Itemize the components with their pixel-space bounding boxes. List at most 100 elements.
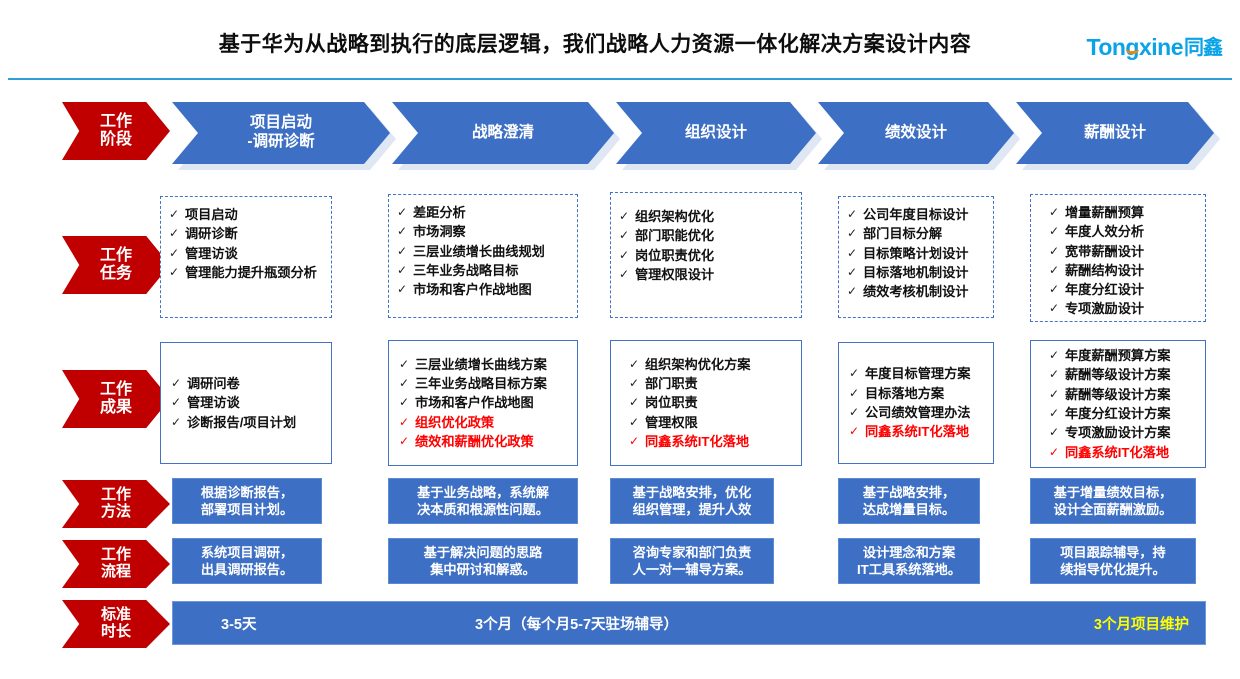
check-icon: ✓ — [1049, 262, 1060, 277]
process-5-line1: 项目跟踪辅导，持 — [1060, 544, 1166, 560]
list-item: ✓市场和客户作战地图 — [399, 395, 534, 411]
process-1-line1: 系统项目调研， — [200, 544, 294, 560]
check-icon: ✓ — [849, 424, 860, 439]
list-item: ✓目标落地方案 — [849, 385, 945, 401]
header-divider — [8, 78, 1232, 80]
process-2-line1: 基于解决问题的思路 — [423, 544, 543, 560]
check-icon: ✓ — [397, 243, 408, 258]
list-item: ✓同鑫系统IT化落地 — [849, 424, 970, 440]
process-box-1: 系统项目调研， 出具调研报告。 — [172, 538, 322, 584]
list-item: ✓同鑫系统IT化落地 — [1049, 444, 1170, 460]
list-item: ✓诊断报告/项目计划 — [171, 414, 297, 430]
check-icon: ✓ — [399, 395, 410, 410]
duration-bar: 3-5天 3个月（每个月5-7天驻场辅导） 3个月项目维护 — [172, 601, 1206, 645]
result-box-2: ✓三层业绩增长曲线方案 ✓三年业务战略目标方案 ✓市场和客户作战地图 ✓组织优化… — [388, 340, 578, 466]
list-item: ✓三年业务战略目标 — [397, 262, 519, 278]
check-icon: ✓ — [397, 262, 408, 277]
check-icon: ✓ — [619, 247, 630, 262]
method-box-3: 基于战略安排，优化 组织管理，提升人效 — [610, 478, 774, 524]
check-icon: ✓ — [399, 414, 410, 429]
result-box-4: ✓年度目标管理方案 ✓目标落地方案 ✓公司绩效管理办法 ✓同鑫系统IT化落地 — [838, 342, 994, 464]
check-icon: ✓ — [399, 433, 410, 448]
list-item: ✓项目启动 — [169, 207, 238, 222]
list-item: ✓部门职能优化 — [619, 228, 715, 244]
check-icon: ✓ — [1049, 348, 1060, 363]
check-icon: ✓ — [847, 264, 858, 279]
brand-logo: Tongxine 同鑫 — [1086, 36, 1223, 59]
list-item: ✓绩效和薪酬优化政策 — [399, 433, 534, 449]
check-icon: ✓ — [169, 226, 180, 241]
result-box-1: ✓调研问卷 ✓管理访谈 ✓诊断报告/项目计划 — [160, 342, 332, 464]
list-item: ✓组织架构优化 — [619, 209, 715, 224]
list-item: ✓管理访谈 — [169, 245, 238, 261]
check-icon: ✓ — [169, 245, 180, 260]
list-item: ✓增量薪酬预算 — [1049, 205, 1145, 220]
list-item: ✓绩效考核机制设计 — [847, 284, 969, 300]
task-box-1: ✓项目启动 ✓调研诊断 ✓管理访谈 ✓管理能力提升瓶颈分析 — [160, 196, 332, 318]
method-3-line2: 组织管理，提升人效 — [632, 502, 752, 517]
process-box-4: 设计理念和方案 IT工具系统落地。 — [838, 538, 980, 584]
duration-segment-1: 3-5天 — [221, 616, 257, 633]
check-icon: ✓ — [847, 284, 858, 299]
process-1-line2: 出具调研报告。 — [200, 562, 294, 577]
list-item: ✓部门目标分解 — [847, 226, 943, 242]
list-item: ✓同鑫系统IT化落地 — [629, 433, 750, 449]
check-icon: ✓ — [629, 433, 640, 448]
process-box-3: 咨询专家和部门负责 人一对一辅导方案。 — [610, 538, 774, 584]
check-icon: ✓ — [171, 395, 182, 410]
page-title: 基于华为从战略到执行的底层逻辑，我们战略人力资源一体化解决方案设计内容 — [218, 33, 972, 56]
list-item: ✓岗位职责 — [629, 395, 698, 411]
row-label-result: 工作成果 — [62, 370, 170, 428]
stage-1-line2: -调研诊断 — [247, 133, 315, 150]
task-box-5: ✓增量薪酬预算 ✓年度人效分析 ✓宽带薪酬设计 ✓薪酬结构设计 ✓年度分红设计 … — [1030, 194, 1206, 322]
list-item: ✓薪酬等级设计方案 — [1049, 386, 1171, 402]
list-item: ✓三层业绩增长曲线规划 — [397, 243, 545, 259]
stage-arrow-2[interactable]: 战略澄清 — [392, 102, 614, 164]
duration-segment-2: 3个月（每个月5-7天驻场辅导） — [475, 616, 679, 633]
method-4-line2: 达成增量目标。 — [862, 502, 956, 517]
stage-5-line1: 薪酬设计 — [1083, 123, 1146, 141]
process-3-line2: 人一对一辅导方案。 — [632, 562, 752, 577]
stage-arrow-3[interactable]: 组织设计 — [616, 102, 816, 164]
check-icon: ✓ — [1049, 444, 1060, 459]
list-item: ✓年度分红设计方案 — [1049, 406, 1171, 421]
check-icon: ✓ — [397, 224, 408, 239]
stage-4-line1: 绩效设计 — [884, 123, 947, 141]
method-2-line1: 基于业务战略，系统解 — [417, 484, 549, 500]
check-icon: ✓ — [849, 366, 860, 381]
check-icon: ✓ — [629, 356, 640, 371]
list-item: ✓管理权限设计 — [619, 266, 715, 282]
task-box-4: ✓公司年度目标设计 ✓部门目标分解 ✓目标策略计划设计 ✓目标落地机制设计 ✓绩… — [838, 196, 994, 318]
list-item: ✓公司年度目标设计 — [847, 207, 969, 222]
check-icon: ✓ — [397, 205, 408, 219]
check-icon: ✓ — [629, 414, 640, 429]
list-item: ✓调研诊断 — [169, 226, 238, 242]
process-5-line2: 续指导优化提升。 — [1060, 562, 1166, 577]
list-item: ✓年度目标管理方案 — [849, 366, 971, 382]
stage-arrow-1[interactable]: 项目启动 -调研诊断 — [172, 102, 390, 164]
stage-1-line1: 项目启动 — [249, 114, 312, 132]
list-item: ✓管理访谈 — [171, 395, 240, 411]
check-icon: ✓ — [629, 376, 640, 391]
list-item: ✓年度薪酬预算方案 — [1049, 348, 1171, 364]
row-label-task: 工作任务 — [62, 236, 170, 294]
check-icon: ✓ — [619, 209, 630, 223]
list-item: ✓市场洞察 — [397, 224, 466, 240]
check-icon: ✓ — [1049, 406, 1060, 420]
method-1-line2: 部署项目计划。 — [200, 502, 294, 517]
row-label-stage: 工作阶段 — [62, 102, 170, 160]
list-item: ✓薪酬等级设计方案 — [1049, 367, 1171, 383]
process-box-2: 基于解决问题的思路 集中研讨和解惑。 — [388, 538, 578, 584]
check-icon: ✓ — [1049, 367, 1060, 382]
duration-segment-3: 3个月项目维护 — [1093, 616, 1189, 633]
stage-arrow-4[interactable]: 绩效设计 — [818, 102, 1014, 164]
check-icon: ✓ — [849, 385, 860, 400]
list-item: ✓差距分析 — [397, 205, 466, 220]
check-icon: ✓ — [619, 266, 630, 281]
list-item: ✓部门职责 — [629, 376, 698, 392]
stage-arrow-5[interactable]: 薪酬设计 — [1016, 102, 1214, 164]
stage-2-line1: 战略澄清 — [471, 123, 534, 141]
check-icon: ✓ — [169, 207, 180, 221]
method-box-4: 基于战略安排， 达成增量目标。 — [838, 478, 980, 524]
